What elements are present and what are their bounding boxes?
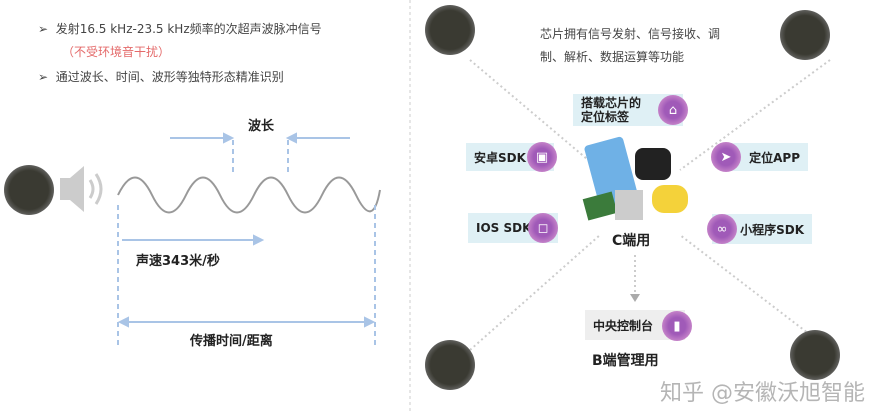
ios-icon: ◻ (528, 213, 558, 243)
b-end-label: B端管理用 (592, 353, 659, 369)
distance-label: 传播时间/距离 (190, 334, 273, 349)
device-cluster (582, 136, 688, 221)
chip-icon (780, 10, 830, 60)
chip-icon (4, 165, 54, 215)
wave (117, 176, 381, 214)
bullet-text: 通过波长、时间、波形等独特形态精准识别 (55, 70, 284, 84)
speed-label: 声速343米/秒 (136, 254, 220, 269)
description-line-1: 芯片拥有信号发射、信号接收、调 (540, 27, 721, 41)
watermark: 知乎 @安徽沃旭智能 (660, 381, 865, 406)
arrow-down-icon (630, 294, 640, 302)
android-icon: ▣ (527, 142, 557, 172)
note: （不受环境音干扰） (62, 45, 171, 59)
chip-icon (790, 330, 840, 380)
wavelength-label: 波长 (248, 119, 275, 134)
description-line-2: 制、解析、数据运算等功能 (540, 50, 685, 64)
wavelength-markers (117, 132, 376, 345)
speaker-icon (60, 166, 103, 212)
miniprogram-icon: ∞ (707, 214, 737, 244)
c-end-label: C端用 (612, 233, 651, 249)
tag-label-line: 搭载芯片的 (581, 96, 642, 110)
bullet-1: ➢ 发射16.5 kHz-23.5 kHz频率的次超声波脉冲信号 (38, 22, 322, 36)
tag-label-line: 定位标签 (581, 110, 630, 124)
chip-icon (425, 340, 475, 390)
bullet-2: ➢ 通过波长、时间、波形等独特形态精准识别 (38, 70, 284, 84)
navigation-icon: ➤ (711, 142, 741, 172)
chip-icon (425, 5, 475, 55)
bullet-text: 发射16.5 kHz-23.5 kHz频率的次超声波脉冲信号 (55, 22, 322, 36)
tag-icon: ⌂ (658, 95, 688, 125)
console-icon: ▮ (662, 311, 692, 341)
